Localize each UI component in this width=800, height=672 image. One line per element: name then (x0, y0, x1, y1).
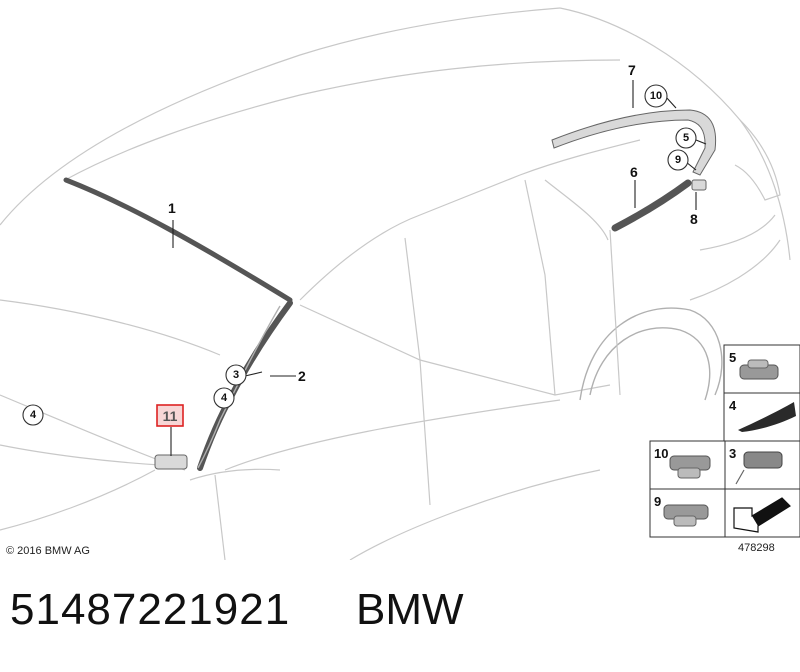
legend-part-9: 9 (649, 488, 726, 538)
callout-8: 8 (690, 211, 698, 227)
callout-11-highlighted: 11 (156, 404, 184, 427)
callout-4-windshield: 4 (22, 404, 44, 426)
svg-text:10: 10 (654, 446, 668, 461)
legend-part-10: 10 (649, 440, 726, 490)
copyright-text: © 2016 BMW AG (6, 545, 90, 557)
legend-part-5: 5 (723, 344, 800, 394)
part-number-caption: 51487221921 (10, 585, 291, 634)
parts-legend: 5 4 10 3 9 (649, 344, 800, 538)
callout-7: 7 (628, 62, 636, 78)
window-trim-part-6 (611, 179, 692, 232)
svg-text:11: 11 (163, 408, 178, 424)
callout-4-pillar: 4 (213, 387, 235, 409)
callout-9: 9 (667, 149, 689, 171)
windshield-seal-part-1 (63, 177, 293, 303)
callout-3: 3 (225, 364, 247, 386)
callout-5: 5 (675, 127, 697, 149)
callout-6: 6 (630, 164, 638, 180)
callout-10: 10 (644, 84, 668, 108)
callout-1: 1 (168, 200, 176, 216)
brand-caption: BMW (356, 585, 464, 634)
parts-diagram: 1 2 7 6 8 3 4 4 10 5 9 11 5 (0, 7, 800, 560)
callout-2: 2 (298, 368, 306, 384)
svg-text:9: 9 (654, 494, 661, 509)
legend-part-3: 3 (724, 440, 800, 490)
svg-text:5: 5 (729, 350, 736, 365)
diagram-id: 478298 (738, 542, 775, 554)
svg-text:4: 4 (30, 409, 37, 421)
car-outline (0, 7, 791, 560)
component-part-11 (154, 454, 188, 470)
a-pillar-trim-part-2 (197, 300, 293, 471)
svg-text:9: 9 (675, 154, 681, 166)
svg-text:4: 4 (729, 398, 737, 413)
legend-arrow-box (724, 488, 800, 538)
svg-text:10: 10 (650, 90, 662, 102)
svg-text:5: 5 (683, 132, 689, 144)
clip-part-8 (691, 179, 707, 191)
legend-part-4: 4 (723, 392, 800, 442)
roof-trim-part-7 (551, 109, 717, 176)
svg-text:3: 3 (729, 446, 736, 461)
svg-text:4: 4 (221, 392, 228, 404)
svg-text:3: 3 (233, 369, 239, 381)
leader-lines (170, 80, 707, 456)
